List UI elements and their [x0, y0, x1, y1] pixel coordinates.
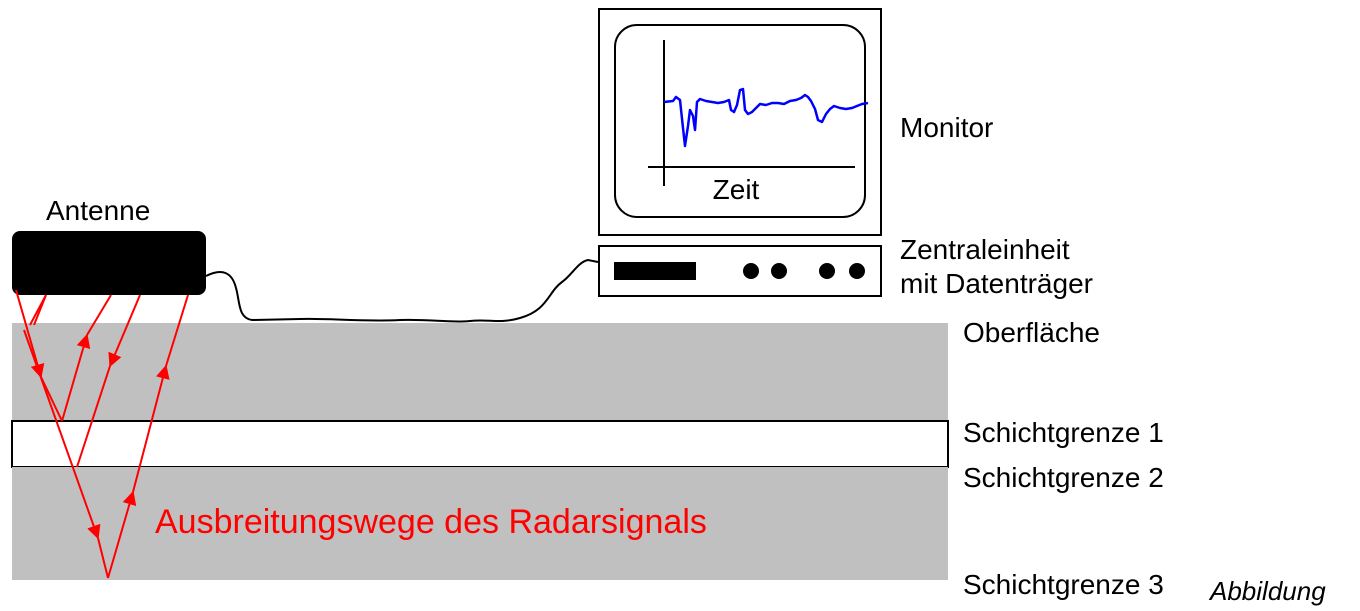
surface-label: Oberfläche	[963, 317, 1100, 348]
central-unit-label-1: Zentraleinheit	[900, 234, 1070, 265]
signal-paths	[15, 289, 189, 579]
ray-3a	[108, 294, 141, 368]
monitor-screen	[614, 24, 866, 218]
knob-1	[743, 263, 759, 279]
ray-4e	[165, 294, 189, 367]
boundary-3-label: Schichtgrenze 3	[963, 569, 1164, 600]
ray-1b	[40, 376, 63, 422]
ray-4b	[97, 537, 109, 579]
knob-2	[771, 263, 787, 279]
boundary-2-label: Schichtgrenze 2	[963, 462, 1164, 493]
monitor-trace	[663, 87, 869, 148]
ray-2b	[29, 294, 47, 326]
knob-3	[819, 263, 835, 279]
cable	[205, 258, 599, 323]
monitor-label: Monitor	[900, 112, 993, 143]
signal-paths-label: Ausbreitungswege des Radarsignals	[155, 503, 707, 541]
middle-layer	[11, 420, 949, 468]
antenna-box	[12, 231, 206, 295]
knob-4	[849, 263, 865, 279]
central-unit-label-2: mit Datenträger	[900, 268, 1093, 299]
lower-layer	[12, 467, 948, 580]
upper-layer	[12, 323, 948, 421]
ray-4d	[132, 364, 170, 493]
ray-3b	[76, 365, 111, 468]
ray-1d	[86, 294, 112, 336]
data-slot	[614, 262, 696, 280]
ray-1c	[61, 333, 91, 422]
monitor-axis-label: Zeit	[713, 174, 760, 205]
figure-caption: Abbildung	[1208, 576, 1326, 606]
ray-4a	[23, 329, 101, 540]
ray-1a	[15, 289, 45, 379]
ray-4c	[107, 490, 137, 579]
boundary-1-label: Schichtgrenze 1	[963, 417, 1164, 448]
antenna-label: Antenne	[46, 195, 150, 226]
